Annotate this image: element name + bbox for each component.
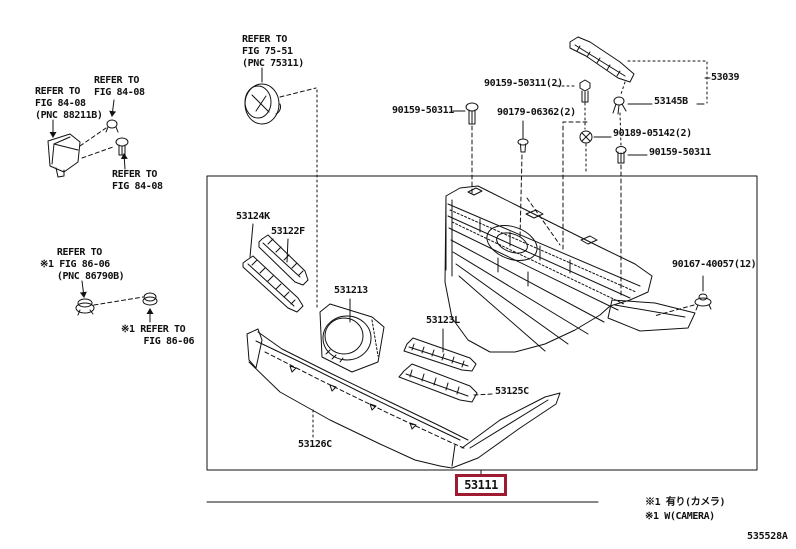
- part-label-90159-50311-top[interactable]: 90159-50311(2): [484, 78, 563, 89]
- callout-refer-fig86-06[interactable]: ※1 REFER TO FIG 86-06: [121, 324, 195, 347]
- part-label-53122f[interactable]: 53122F: [271, 226, 305, 237]
- part-label-53126c[interactable]: 53126C: [298, 439, 332, 450]
- callout-refer-fig86-06-pnc86790b[interactable]: REFER TO ※1 FIG 86-06 (PNC 86790B): [40, 247, 125, 282]
- bezel-531213-drawing: [319, 298, 385, 373]
- highlighted-part-box[interactable]: 53111: [455, 474, 507, 496]
- footnote-camera-en: ※1 W(CAMERA): [645, 511, 715, 522]
- part-label-90179-06362[interactable]: 90179-06362(2): [497, 107, 576, 118]
- screw-90167-drawing: [653, 275, 712, 317]
- part-label-90159-50311-left[interactable]: 90159-50311: [392, 105, 454, 116]
- clip-pair-drawing: [75, 280, 158, 323]
- bolt-90159-left-drawing: [452, 102, 479, 197]
- slat-53123l-drawing: [403, 328, 477, 372]
- bolt-90159-top-drawing: [556, 79, 591, 130]
- nut-90189-drawing: [579, 130, 612, 173]
- slat-53125c-drawing: [398, 363, 494, 403]
- strip-53039-drawing: [569, 36, 711, 104]
- callout-refer-fig84-08-pnc88211b[interactable]: REFER TO FIG 84-08 (PNC 88211B): [35, 86, 103, 121]
- screw-90179-drawing: [517, 120, 588, 253]
- sensor-bracket-drawing: [47, 99, 129, 178]
- bolt-90159-right-drawing: [615, 112, 648, 297]
- part-label-90159-50311-right[interactable]: 90159-50311: [649, 147, 711, 158]
- part-label-90167-40057[interactable]: 90167-40057(12): [672, 259, 757, 270]
- parts-box-frame: [206, 175, 758, 503]
- bars-53124k-53122f-drawing: [242, 223, 309, 313]
- clip-53145b-drawing: [612, 96, 705, 115]
- garnish-53126c-drawing: [246, 328, 561, 469]
- clip-icon: [105, 119, 119, 133]
- part-label-53125c[interactable]: 53125C: [495, 386, 529, 397]
- part-label-531213[interactable]: 531213: [334, 285, 368, 296]
- part-label-53145b[interactable]: 53145B: [654, 96, 688, 107]
- part-label-90189-05142[interactable]: 90189-05142(2): [613, 128, 692, 139]
- drawing-code: 535528A: [747, 531, 788, 542]
- part-label-53123l[interactable]: 53123L: [426, 315, 460, 326]
- bolt-icon: [115, 137, 129, 156]
- callout-refer-fig84-08-bottom[interactable]: REFER TO FIG 84-08: [112, 169, 163, 192]
- callout-refer-fig75-51-pnc75311[interactable]: REFER TO FIG 75-51 (PNC 75311): [242, 34, 304, 69]
- callout-refer-fig84-08-top[interactable]: REFER TO FIG 84-08: [94, 75, 145, 98]
- emblem-drawing: [244, 67, 318, 309]
- grille-assembly-drawing: [444, 185, 696, 353]
- part-label-53039[interactable]: 53039: [711, 72, 740, 83]
- part-label-53124k[interactable]: 53124K: [236, 211, 270, 222]
- highlighted-part-number: 53111: [464, 478, 498, 492]
- footnote-camera-jp: ※1 有り(カメラ): [645, 497, 726, 508]
